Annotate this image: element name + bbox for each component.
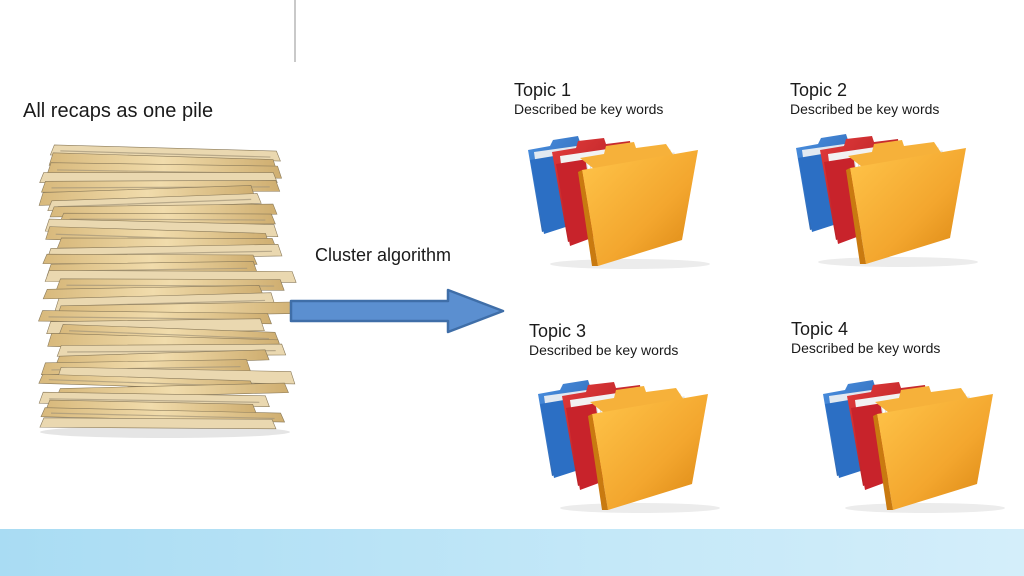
topic-2: Topic 2 Described be key words [790, 80, 939, 118]
topic-1-title: Topic 1 [514, 80, 572, 100]
folder-stack-icon [795, 133, 978, 268]
topic-4-description: Described be key words [791, 340, 941, 356]
folder-stack-icon [822, 379, 1005, 514]
folder-stack-icon [537, 379, 720, 514]
topic-3-description: Described be key words [529, 342, 679, 358]
topic-3-title: Topic 3 [529, 321, 587, 341]
cluster-algorithm-label: Cluster algorithm [315, 245, 452, 265]
topic-2-title: Topic 2 [790, 80, 848, 100]
right-arrow-icon [289, 288, 505, 334]
footer-band [0, 529, 1024, 576]
paper-pile-icon [38, 144, 300, 438]
topic-2-description: Described be key words [790, 101, 940, 117]
divider-line [294, 0, 296, 62]
topic-4-title: Topic 4 [791, 319, 849, 339]
topic-1-description: Described be key words [514, 101, 664, 117]
topic-3: Topic 3 Described be key words [529, 321, 678, 359]
folder-stack-icon [527, 135, 710, 270]
topic-4: Topic 4 Described be key words [791, 319, 940, 357]
topic-1: Topic 1 Described be key words [514, 80, 663, 118]
pile-title: All recaps as one pile [23, 100, 214, 122]
